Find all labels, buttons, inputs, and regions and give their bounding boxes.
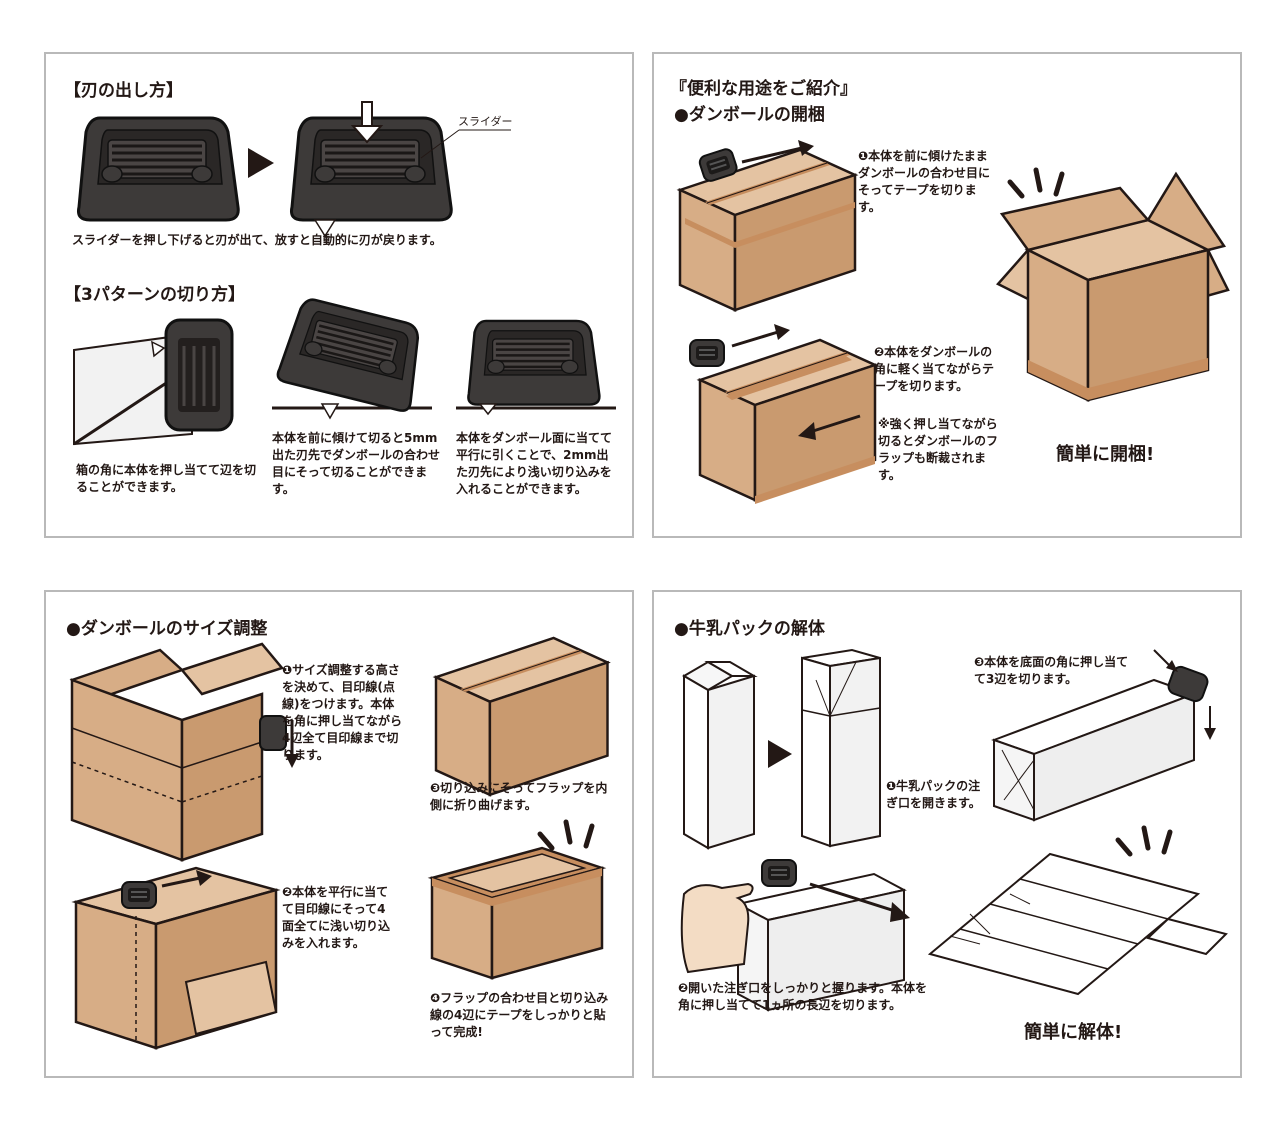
blade-heading: 【刃の出し方】 xyxy=(64,81,183,101)
carton-hand-cut-illustration xyxy=(680,859,910,1012)
carton-bottom-cut-illustration xyxy=(991,649,1216,822)
patterns-heading: 【3パターンの切り方】 xyxy=(64,285,245,305)
box-shallow-cut-illustration xyxy=(71,866,281,1050)
hand-icon xyxy=(680,882,754,974)
resize-heading: ●ダンボールのサイズ調整 xyxy=(66,619,268,639)
pattern1-illustration xyxy=(73,318,234,446)
panel-milk-carton: ●牛乳パックの解体 ❶牛乳パックの注ぎ口を開きます。 ❸本体を底面の角に押し当て… xyxy=(652,590,1242,1078)
panel-box-resize: ●ダンボールのサイズ調整 ❶サイズ調整する高さを決めて、目印線(点線)をつけます… xyxy=(44,590,634,1078)
opening-step2-text: ❷本体をダンボールの角に軽く当てながらテープを切ります。 xyxy=(874,345,995,393)
pattern3-text: 本体をダンボール面に当てて平行に引くことで、2mm出た刃先により浅い切り込みを入… xyxy=(456,431,613,496)
panel-box-opening: 『便利な用途をご紹介』 ●ダンボールの開梱 ❶本体を前に傾けたままダンボールの合… xyxy=(652,52,1242,538)
carton-open-illustration xyxy=(801,648,881,848)
carton-step3-text: ❸本体を底面の角に押し当てて3辺を切ります。 xyxy=(974,655,1129,686)
blade-note: スライダーを押し下げると刃が出て、放すと自動的に刃が戻ります。 xyxy=(72,233,442,247)
cutter-slider-pressed-icon xyxy=(289,101,453,238)
pattern2-text: 本体を前に傾けて切ると5mm出た刃先でダンボールの合わせ目にそって切ることができ… xyxy=(272,431,441,496)
finished-box-illustration xyxy=(427,846,607,980)
pattern3-illustration xyxy=(456,319,616,416)
arrow-right-icon xyxy=(768,740,792,768)
cutter-tool-icon xyxy=(76,116,240,222)
panel-blade-usage: 【刃の出し方】 スライダー スライダーを押し下げると刃が出て、放すと自動的に刃が… xyxy=(44,52,634,538)
uses-heading: 『便利な用途をご紹介』 xyxy=(670,79,857,99)
carton-closed-illustration xyxy=(682,660,758,850)
pattern1-text: 箱の角に本体を押し当てて辺を切ることができます。 xyxy=(76,463,257,494)
opening-subheading: ●ダンボールの開梱 xyxy=(674,105,825,125)
slider-label: スライダー xyxy=(458,115,513,128)
resize-step2-text: ❷本体を平行に当てて目印線にそって4面全てに浅い切り込みを入れます。 xyxy=(282,885,391,950)
resize-step3-text: ❸切り込みにそってフラップを内側に折り曲げます。 xyxy=(430,781,608,812)
carton-step2-text: ❷開いた注ぎ口をしっかりと握ります。本体を角に押し当てて1ヵ所の長辺を切ります。 xyxy=(678,981,927,1012)
flattened-carton-illustration xyxy=(927,852,1228,996)
resize-step1-text: ❶サイズ調整する高さを決めて、目印線(点線)をつけます。本体を角に押し当てながら… xyxy=(282,663,403,762)
box-tape-cut-illustration xyxy=(678,140,857,312)
opening-note: ※強く押し当てながら切るとダンボールのフラップも断裁されます。 xyxy=(878,417,999,482)
opened-box-illustration xyxy=(995,171,1230,402)
pattern2-illustration xyxy=(272,294,432,420)
opening-result: 簡単に開梱! xyxy=(1056,444,1155,465)
closed-box-illustration xyxy=(434,636,609,797)
box-edge-cut-illustration xyxy=(689,324,877,504)
carton-result: 簡単に解体! xyxy=(1024,1022,1123,1043)
burst-lines-icon xyxy=(1010,170,1070,200)
box-mark-cut-illustration xyxy=(69,642,299,862)
arrow-right-icon xyxy=(248,148,274,178)
carton-heading: ●牛乳パックの解体 xyxy=(674,619,825,639)
slider-label-leader xyxy=(420,129,511,159)
resize-step4-text: ❹フラップの合わせ目と切り込み線の4辺にテープをしっかりと貼って完成! xyxy=(430,991,609,1039)
carton-step1-text: ❶牛乳パックの注ぎ口を開きます。 xyxy=(886,779,981,810)
opening-step1-text: ❶本体を前に傾けたままダンボールの合わせ目にそってテープを切ります。 xyxy=(858,149,991,214)
